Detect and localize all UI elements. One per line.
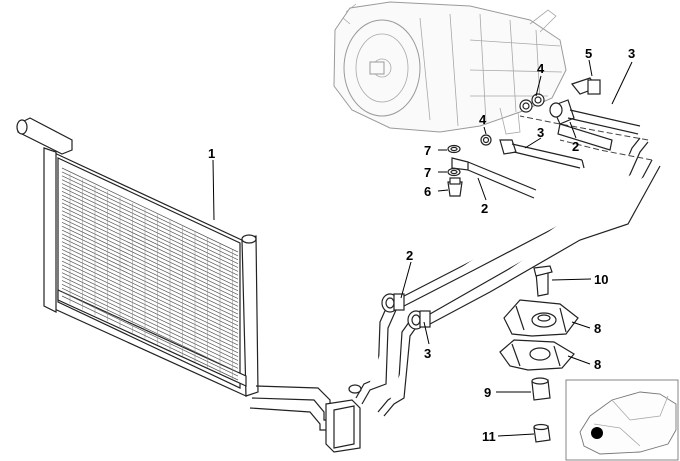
fin-line [61,268,239,354]
fin-line [61,179,239,264]
cooler-lines-lower [249,303,421,453]
fin-line [61,206,239,292]
brackets [499,265,579,443]
callout-2a: 2 [406,248,413,263]
transmission-fittings [447,77,641,199]
fin-line [61,167,239,253]
callout-6: 6 [424,184,431,199]
fin-line [61,194,239,280]
callout-4a: 4 [537,61,545,76]
fin-line [61,175,239,261]
transmission [333,1,567,135]
fin-line [61,214,239,299]
callout-1: 1 [208,146,215,161]
fin-line [61,187,239,272]
fin-line [61,272,239,358]
fin-line [61,284,239,369]
callout-3b: 3 [537,125,544,140]
fin-line [61,295,239,381]
fin-line [61,225,239,311]
callout-labels: 1 2 2 2 3 3 3 4 4 5 6 7 7 8 8 9 10 11 [208,46,635,444]
fin-line [61,237,239,323]
fin-line [61,253,239,338]
hose-connectors [381,293,431,330]
callout-8b: 8 [594,357,601,372]
fin-line [61,221,239,307]
callout-3a: 3 [424,346,431,361]
vehicle-location-inset [565,379,679,461]
oil-cooler [16,117,259,397]
leader-lines [212,59,633,437]
callout-9: 9 [484,385,491,400]
fin-line [61,260,239,346]
fin-line [61,245,239,330]
fin-line [61,264,239,350]
callout-10: 10 [594,272,608,287]
fin-line [61,183,239,268]
callout-7b: 7 [424,165,431,180]
fin-line [61,233,239,319]
fin-line [61,291,239,377]
fin-line [61,241,239,327]
fin-line [61,276,239,361]
callout-2c: 2 [572,139,579,154]
fin-line [61,198,239,284]
fin-line [61,202,239,288]
callout-3c: 3 [628,46,635,61]
fin-line [61,218,239,303]
cooler-fins [61,167,239,381]
fin-line [61,190,239,276]
fin-line [61,256,239,342]
fin-line [61,287,239,373]
location-marker-icon [591,427,603,439]
fin-line [61,249,239,334]
callout-11: 11 [482,429,496,444]
fin-line [61,280,239,365]
fin-line [61,210,239,295]
callout-5: 5 [585,46,592,61]
callout-7a: 7 [424,143,431,158]
cooler-lines-upper [403,115,661,325]
callout-8a: 8 [594,321,601,336]
fin-line [61,229,239,315]
callout-4b: 4 [479,112,487,127]
callout-2b: 2 [481,201,488,216]
fin-line [61,171,239,257]
